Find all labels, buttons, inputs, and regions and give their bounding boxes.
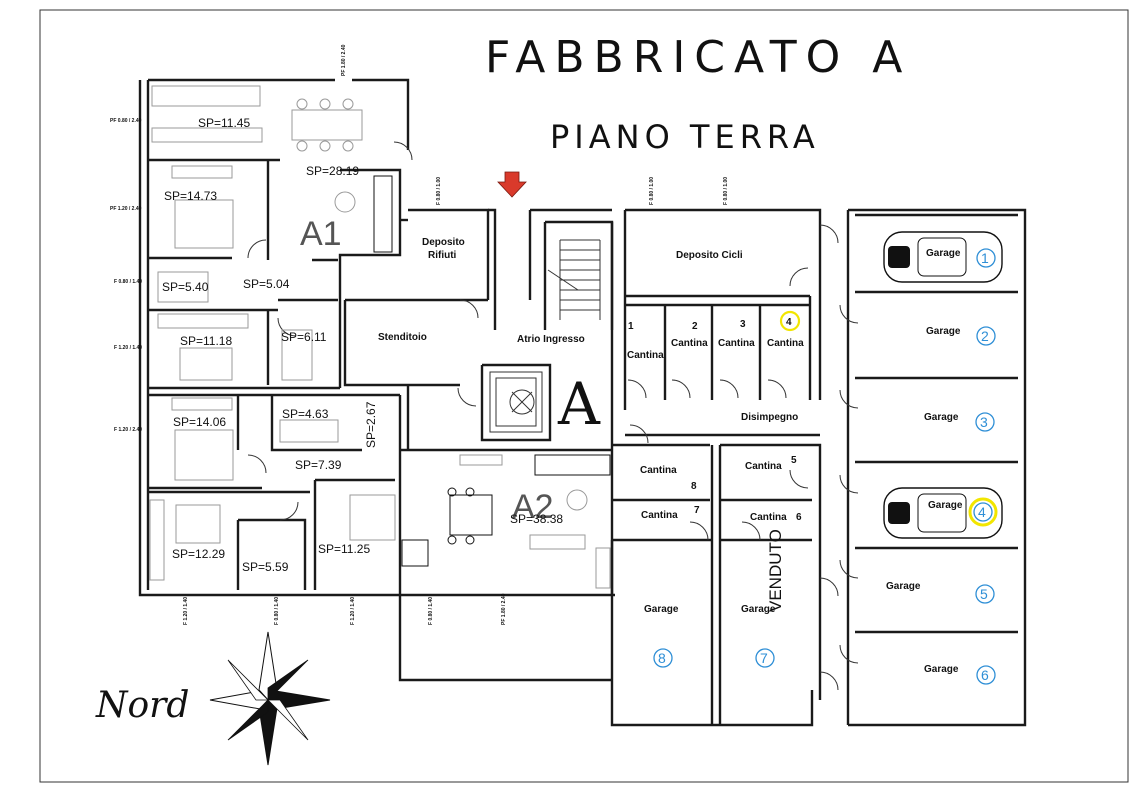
plan-subtitle: PIANO TERRA — [550, 118, 820, 156]
garage-6-label: Garage — [924, 664, 959, 675]
window-label-bot-5: PF 1.80 / 2.40 — [501, 593, 507, 625]
window-label-left-4: F 1.20 / 1.40 — [114, 345, 142, 351]
cantina-1-label: Cantina — [627, 350, 664, 361]
room-deposito-cicli: Deposito Cicli — [676, 250, 743, 261]
area-living-a2: SP=38.38 — [510, 512, 563, 526]
window-label-left-3: F 0.80 / 1.40 — [114, 279, 142, 285]
compass-rose-icon — [209, 631, 331, 766]
area-bath2-a2: SP=5.59 — [242, 560, 289, 574]
stair-marker-a: A — [557, 370, 601, 438]
cantina-8-label: Cantina — [640, 465, 677, 476]
car-icon-garage-4 — [883, 487, 1003, 539]
garage-number-4: 4 — [978, 504, 986, 520]
garage-1-label: Garage — [926, 248, 961, 259]
room-atrio-ingresso: Atrio Ingresso — [517, 334, 585, 345]
area-bedroom1-a2: SP=14.06 — [173, 415, 226, 429]
apartment-label-a2: A2 — [512, 488, 554, 526]
apartment-block-walls — [138, 78, 615, 682]
cantina-3-label: Cantina — [718, 338, 755, 349]
area-living-a1: SP=28.19 — [306, 164, 359, 178]
window-label-bot-1: F 1.20 / 1.40 — [183, 597, 189, 625]
garage-number-8: 8 — [658, 650, 666, 666]
cantina-number-5: 5 — [791, 455, 797, 466]
area-bath1-a2: SP=4.63 — [282, 407, 329, 421]
drawing-frame — [39, 9, 1129, 783]
area-bedroom3-a2: SP=11.25 — [318, 542, 370, 556]
cantina-number-1: 1 — [628, 321, 634, 332]
cantina-5-label: Cantina — [745, 461, 782, 472]
cantina-7-label: Cantina — [641, 510, 678, 521]
apartment-label-a1: A1 — [300, 215, 342, 253]
window-label-left-1: PF 0.80 / 2.40 — [110, 118, 142, 124]
plan-title: FABBRICATO A — [485, 32, 911, 83]
area-corridor-a2: SP=2.67 — [364, 401, 378, 448]
highlight-garage-4 — [968, 497, 998, 527]
area-hall-a1: SP=5.04 — [243, 277, 290, 291]
garage-number-6: 6 — [981, 667, 989, 683]
window-label-dep1: F 0.80 / 1.00 — [649, 177, 655, 205]
area-bedroom1-a1: SP=14.73 — [164, 189, 217, 203]
room-deposito-rifiuti-line1: Deposito — [422, 237, 465, 248]
garage-8-label: Garage — [644, 604, 679, 615]
cantine-garage-walls — [610, 208, 1027, 727]
compass-north-label: Nord — [95, 685, 189, 726]
garage-3-label: Garage — [924, 412, 959, 423]
highlight-cantina-4 — [779, 310, 801, 332]
garage-number-7: 7 — [760, 650, 768, 666]
area-bedroom2-a2: SP=12.29 — [172, 547, 225, 561]
cantina-4-label: Cantina — [767, 338, 804, 349]
cantina-2-label: Cantina — [671, 338, 708, 349]
cantina-number-7: 7 — [694, 505, 700, 516]
furniture-layer — [149, 85, 611, 589]
area-hall-a2: SP=7.39 — [295, 458, 342, 472]
room-disimpegno: Disimpegno — [741, 412, 798, 423]
cantina-number-4: 4 — [786, 317, 792, 328]
cantina-number-3: 3 — [740, 319, 746, 330]
window-label-left-2: PF 1.20 / 2.40 — [110, 206, 142, 212]
room-deposito-rifiuti-line2: Rifiuti — [428, 250, 457, 261]
garage-number-3: 3 — [980, 414, 988, 430]
garage-number-2: 2 — [981, 328, 989, 344]
garage-2-label: Garage — [926, 326, 961, 337]
window-label-bot-2: F 0.80 / 1.40 — [274, 597, 280, 625]
car-icon-garage-1 — [883, 231, 1003, 283]
window-label-left-5: F 1.20 / 2.40 — [114, 427, 142, 433]
area-kitchen-a1: SP=11.45 — [198, 116, 250, 130]
window-label-bot-3: F 1.20 / 1.40 — [350, 597, 356, 625]
room-stenditoio: Stenditoio — [378, 332, 427, 343]
cantina-6-label: Cantina — [750, 512, 787, 523]
window-label-dep2: F 0.80 / 1.00 — [723, 177, 729, 205]
garage-5-label: Garage — [886, 581, 921, 592]
area-bath1-a1: SP=5.40 — [162, 280, 209, 294]
window-label-bot-4: F 0.80 / 1.40 — [428, 597, 434, 625]
window-annotations: PF 1.80 / 2.40 PF 0.80 / 2.40 PF 1.20 / … — [110, 44, 729, 625]
entrance-arrow-icon — [497, 171, 527, 198]
area-bath2-a1: SP=6.11 — [281, 330, 327, 344]
cantina-number-2: 2 — [692, 321, 698, 332]
sold-stamp: VENDUTO — [766, 529, 785, 612]
garage-number-1: 1 — [981, 250, 989, 266]
garage-labels: Garage Garage Garage Garage Garage Garag… — [644, 248, 998, 685]
window-label-mid: F 0.80 / 1.00 — [436, 177, 442, 205]
garage-number-5: 5 — [980, 586, 988, 602]
garage-7-label: Garage — [741, 604, 776, 615]
door-swings — [247, 141, 859, 691]
cantina-number-6: 6 — [796, 512, 802, 523]
cantine-labels: Cantina Cantina Cantina Cantina Cantina … — [627, 310, 804, 523]
cantina-number-8: 8 — [691, 481, 697, 492]
window-label-top: PF 1.80 / 2.40 — [341, 44, 347, 76]
area-bedroom2-a1: SP=11.18 — [180, 334, 232, 348]
garage-4-label: Garage — [928, 500, 963, 511]
